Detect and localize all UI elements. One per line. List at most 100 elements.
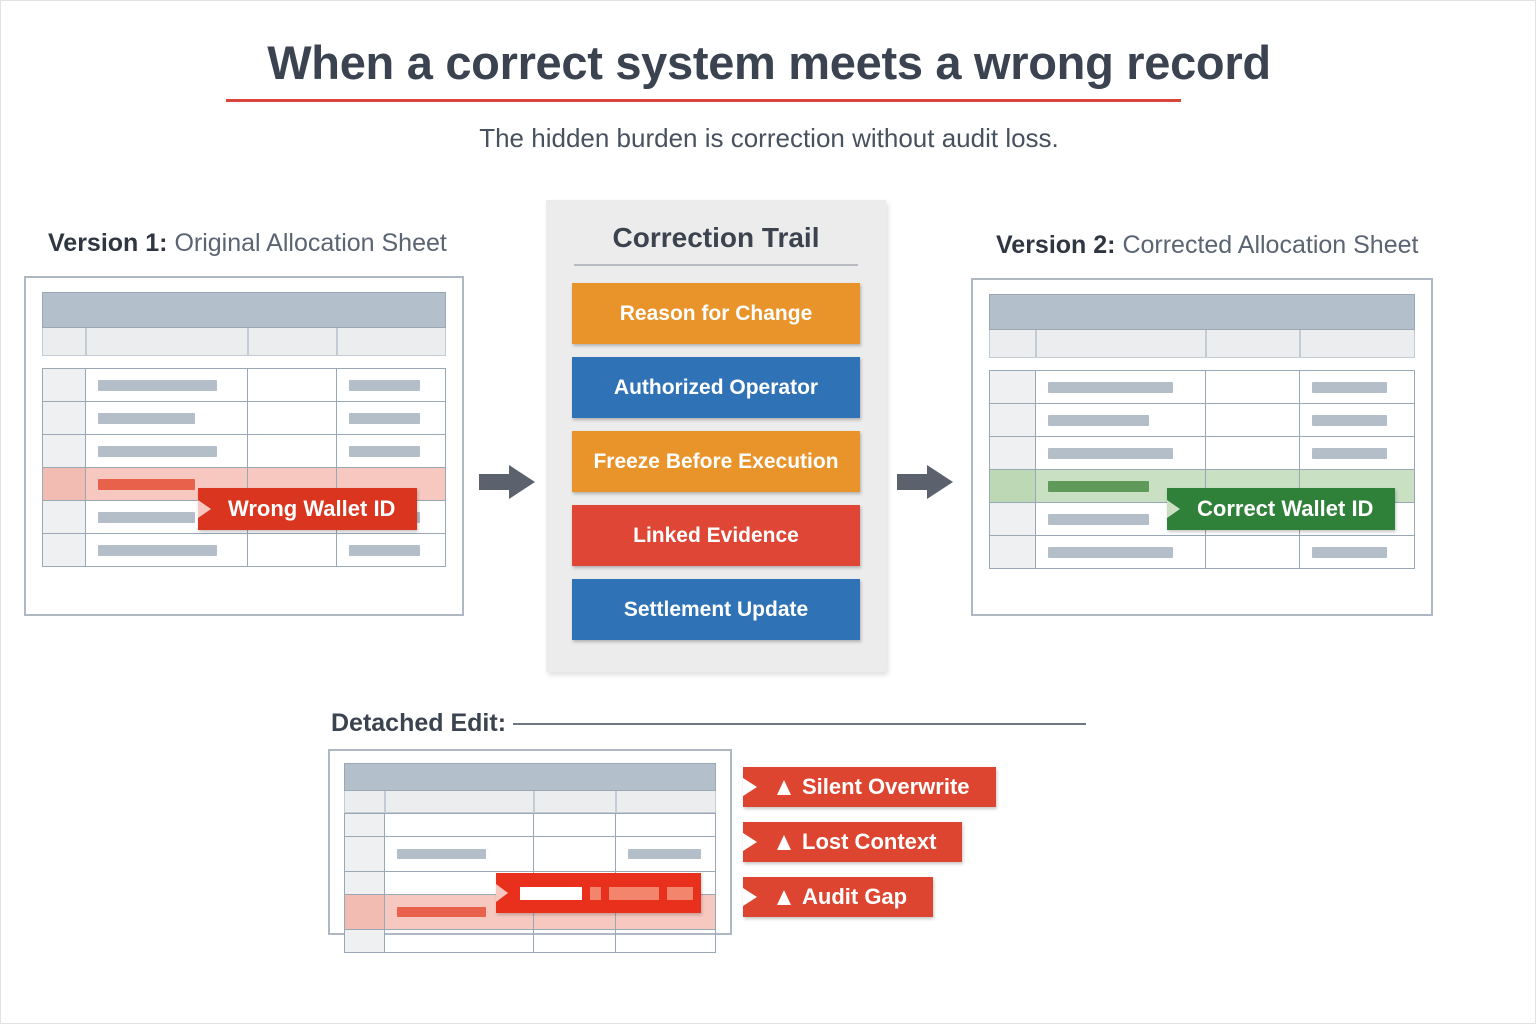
row-cell	[86, 402, 249, 434]
table-header-band	[42, 292, 446, 328]
value-bar	[98, 445, 218, 457]
row-cell	[337, 435, 446, 467]
trail-item-authorized-operator[interactable]: Authorized Operator	[572, 357, 860, 418]
row-index-cell	[344, 895, 385, 929]
redacted-overwrite-bar	[496, 873, 701, 913]
row-cell	[616, 814, 716, 836]
row-cell	[385, 837, 534, 871]
arrow-right-icon	[897, 465, 953, 499]
row-cell	[1300, 371, 1415, 403]
value-bar-error	[396, 907, 486, 917]
value-bar	[98, 412, 195, 424]
version-2-caption: Version 2: Corrected Allocation Sheet	[996, 231, 1418, 260]
wrong-wallet-id-callout: Wrong Wallet ID	[198, 488, 418, 530]
value-bar	[98, 379, 218, 391]
row-index-cell	[989, 437, 1036, 469]
row-cell	[1206, 371, 1300, 403]
value-bar	[98, 511, 195, 523]
correction-trail-list: Reason for Change Authorized Operator Fr…	[572, 283, 860, 653]
trail-item-freeze-before-execution[interactable]: Freeze Before Execution	[572, 431, 860, 492]
subheader-cell	[86, 328, 249, 356]
trail-item-settlement-update[interactable]: Settlement Update	[572, 579, 860, 640]
value-bar-corrected	[1047, 480, 1150, 492]
table-row	[344, 929, 716, 953]
redacted-segment	[520, 886, 582, 900]
value-bar	[1047, 447, 1174, 459]
detached-edit-label: Detached Edit:	[331, 709, 507, 737]
row-index-cell	[989, 470, 1036, 502]
subheader-cell	[384, 791, 534, 813]
table-row	[42, 533, 446, 567]
row-cell	[534, 837, 616, 871]
page-title: When a correct system meets a wrong reco…	[267, 36, 1271, 89]
table-row	[42, 401, 446, 434]
row-cell	[616, 872, 716, 894]
value-bar	[348, 379, 421, 391]
row-cell	[86, 534, 249, 566]
version-1-caption-rest: Original Allocation Sheet	[167, 229, 447, 257]
table-left	[42, 292, 446, 600]
row-cell	[337, 402, 446, 434]
row-cell	[337, 369, 446, 401]
trail-item-linked-evidence[interactable]: Linked Evidence	[572, 505, 860, 566]
row-cell	[86, 435, 249, 467]
warning-triangle-icon	[777, 779, 791, 795]
row-cell	[534, 814, 616, 836]
subheader-cell	[344, 791, 385, 813]
row-cell	[337, 534, 446, 566]
row-cell	[248, 369, 337, 401]
value-bar	[627, 849, 702, 859]
trail-item-reason-for-change[interactable]: Reason for Change	[572, 283, 860, 344]
subheader-cell	[989, 330, 1036, 358]
correction-trail-title: Correction Trail	[612, 222, 820, 253]
row-cell	[616, 837, 716, 871]
row-index-cell	[42, 369, 87, 401]
row-cell	[1206, 404, 1300, 436]
version-1-caption-bold: Version 1:	[48, 229, 168, 257]
title-underline-rule	[226, 99, 1181, 102]
row-cell	[1206, 536, 1300, 568]
table-row	[989, 535, 1415, 569]
corrected-allocation-sheet	[971, 278, 1433, 616]
row-cell	[385, 814, 534, 836]
redacted-segment	[609, 886, 659, 900]
badge-audit-gap: Audit Gap	[743, 877, 934, 917]
value-bar	[348, 445, 421, 457]
subheader-cell	[615, 791, 716, 813]
redacted-segment	[667, 886, 693, 900]
value-bar	[348, 412, 421, 424]
row-index-cell	[344, 837, 385, 871]
subheader-cell	[248, 328, 337, 356]
warning-triangle-icon	[777, 834, 791, 850]
row-cell	[385, 930, 534, 952]
correction-trail-panel: Correction Trail Reason for Change Autho…	[546, 200, 886, 672]
value-bar	[1047, 414, 1150, 426]
arrow-head	[927, 465, 953, 499]
table-row	[989, 403, 1415, 436]
table-subheader-row	[42, 328, 446, 356]
table-row	[989, 370, 1415, 403]
badge-label: Silent Overwrite	[802, 774, 970, 799]
value-bar	[1047, 546, 1174, 558]
page-subtitle: The hidden burden is correction without …	[479, 123, 1059, 153]
table-right	[989, 294, 1415, 600]
panel-divider	[574, 264, 858, 266]
version-2-caption-bold: Version 2:	[996, 231, 1116, 259]
arrow-head	[509, 465, 535, 499]
detached-edit-rule	[513, 723, 1086, 725]
table-subheader-row	[344, 791, 716, 813]
table-subheader-row	[989, 330, 1415, 358]
row-index-cell	[989, 503, 1036, 535]
row-index-cell	[42, 468, 87, 500]
row-cell	[1036, 536, 1207, 568]
value-bar	[348, 544, 421, 556]
row-index-cell	[42, 534, 87, 566]
value-bar	[1311, 447, 1388, 459]
arrow-right-icon	[479, 465, 535, 499]
row-cell	[616, 930, 716, 952]
table-spacer	[42, 356, 446, 368]
row-cell	[1036, 371, 1207, 403]
subheader-cell	[42, 328, 87, 356]
subheader-cell	[1299, 330, 1415, 358]
